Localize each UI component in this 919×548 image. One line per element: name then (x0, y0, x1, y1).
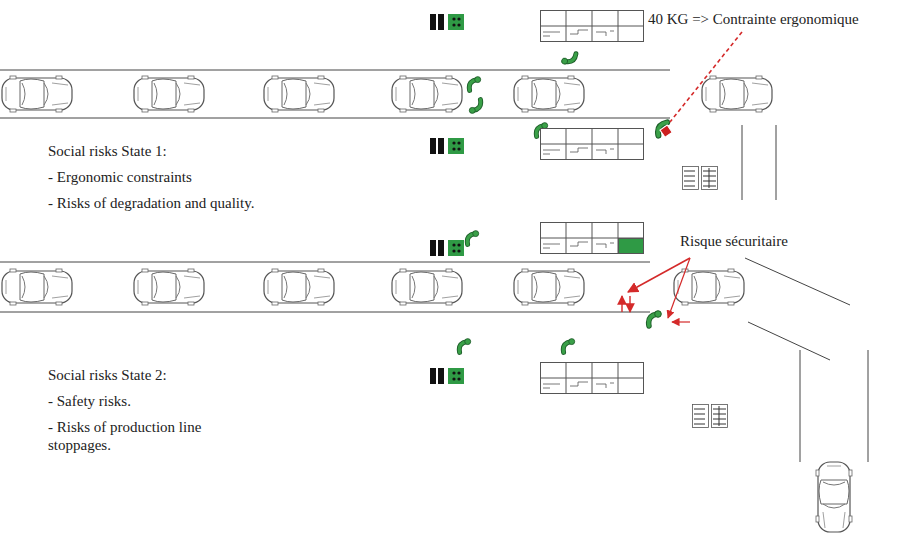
text-label: - Safety risks. (48, 392, 131, 410)
text-label: - Risks of degradation and quality. (48, 194, 254, 212)
text-label: Social risks State 2: (48, 366, 167, 384)
text-label: Social risks State 1: (48, 142, 167, 160)
text-label: 40 KG => Contrainte ergonomique (648, 10, 859, 28)
text-label: Risque sécuritaire (680, 232, 788, 250)
text-label: - Ergonomic constraints (48, 168, 192, 186)
text-label: - Risks of production line stoppages. (48, 418, 238, 454)
